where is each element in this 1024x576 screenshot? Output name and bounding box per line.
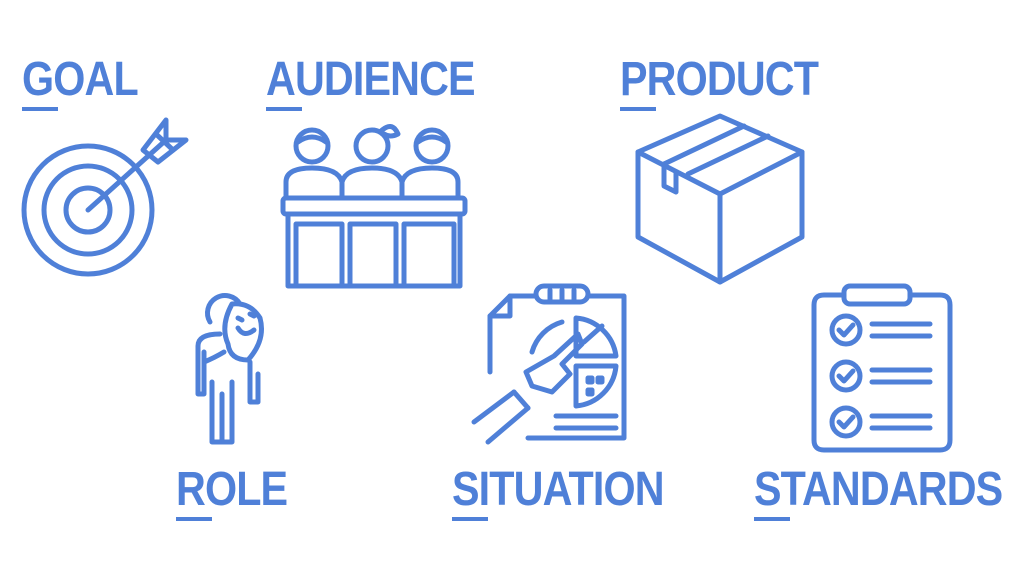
situation-underline bbox=[452, 517, 488, 521]
checklist-clipboard-icon bbox=[811, 283, 953, 453]
standards-underline bbox=[754, 517, 790, 521]
standards-label: STANDARDS bbox=[754, 463, 1003, 516]
goal-label: GOAL bbox=[22, 53, 139, 106]
goal-underline bbox=[22, 107, 58, 111]
product-label: PRODUCT bbox=[620, 53, 819, 106]
report-chart-pointing-icon bbox=[471, 283, 627, 445]
role-underline bbox=[176, 517, 212, 521]
target-arrow-icon bbox=[21, 117, 189, 277]
person-mask-icon bbox=[195, 293, 264, 445]
audience-label: AUDIENCE bbox=[266, 53, 476, 106]
role-label: ROLE bbox=[176, 463, 288, 516]
box-icon bbox=[635, 113, 805, 285]
product-underline bbox=[620, 107, 656, 111]
audience-underline bbox=[266, 107, 302, 111]
audience-panel-icon bbox=[280, 124, 468, 289]
situation-label: SITUATION bbox=[452, 463, 665, 516]
